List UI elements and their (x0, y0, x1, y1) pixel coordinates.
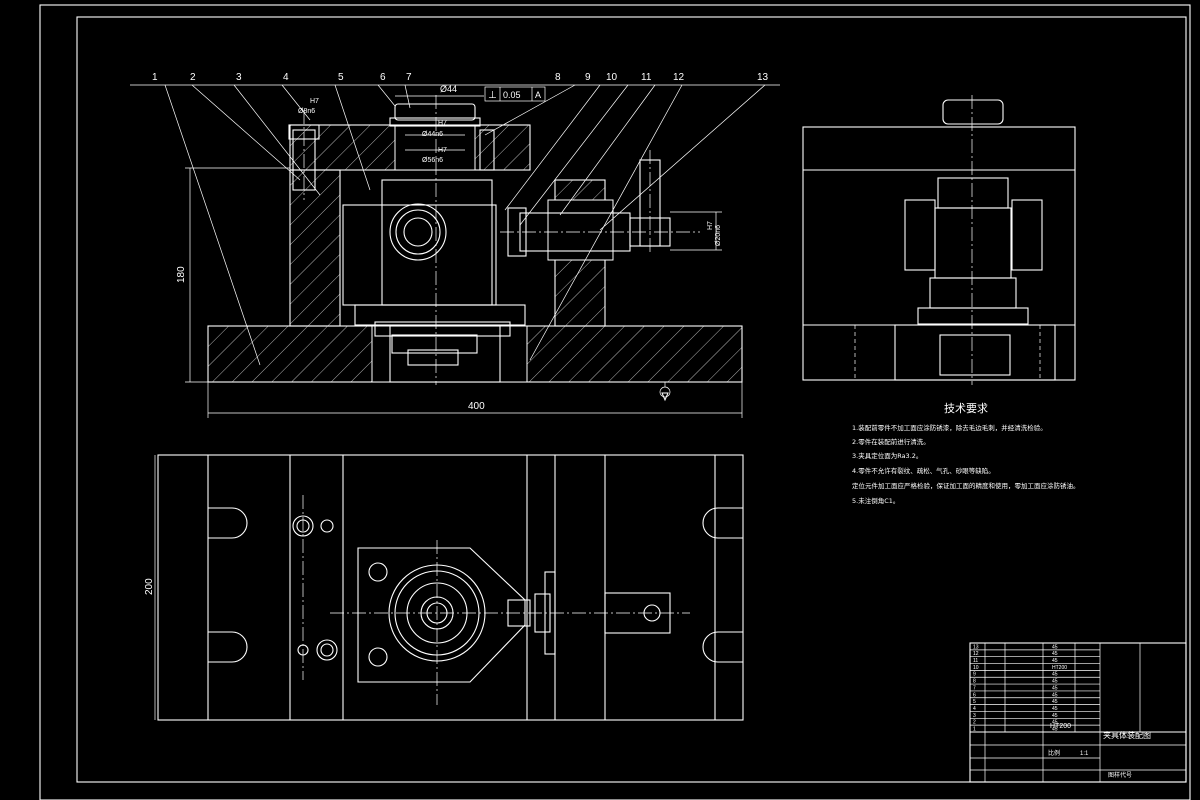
fit-upper-tol: H7 (310, 98, 319, 105)
bom-row-number: 13 (973, 644, 979, 650)
tech-req-item-6: 5.未注倒角C1。 (852, 496, 899, 505)
fit-bushing-inner: Ø56n6 (422, 157, 443, 164)
balloon-4: 4 (283, 72, 289, 83)
bom-row-number: 7 (973, 685, 976, 691)
bom-row-number: 10 (973, 665, 979, 671)
balloon-1: 1 (152, 72, 158, 83)
tb-bottom-label: 图样代号 (1108, 771, 1132, 779)
bom-row-number: 1 (973, 727, 976, 733)
tech-req-item-1: 1.装配前零件不加工面应涂防锈漆，除去毛边毛刺，并经清洗检验。 (852, 423, 1047, 432)
balloon-12: 12 (673, 72, 685, 83)
balloon-7: 7 (406, 72, 412, 83)
drawing-frame (39, 4, 1191, 800)
workpiece-body (342, 204, 497, 306)
fit-bushing-tol: H7 (438, 120, 447, 127)
balloon-10: 10 (606, 72, 618, 83)
bom-row-material: 45 (1052, 713, 1058, 719)
tech-req-item-3: 3.夹具定位面为Ra3.2。 (852, 451, 922, 460)
tb-material: HT200 (1050, 723, 1071, 730)
bom-row-material: 45 (1052, 644, 1058, 650)
fit-bushing-inner-tol: H7 (438, 147, 447, 154)
part-balloons: 1 2 3 4 5 6 7 8 9 10 11 12 13 (130, 72, 780, 366)
bom-row-number: 11 (973, 658, 978, 664)
bom-row-number: 8 (973, 679, 976, 685)
bom-row-material: 45 (1052, 692, 1058, 698)
bom-row-number: 9 (973, 672, 976, 678)
fit-upper-dia: Ø8n6 (298, 108, 315, 115)
bom-row-material: 45 (1052, 658, 1058, 664)
bom-row-number: 4 (973, 706, 976, 712)
front-view (207, 95, 743, 402)
bom-row-number: 12 (973, 651, 979, 657)
bom-row-material: 45 (1052, 727, 1058, 733)
bom-row-material: 45 (1052, 685, 1058, 691)
plan-view (157, 454, 744, 721)
balloon-9: 9 (585, 72, 591, 83)
technical-requirements: 技术要求 1.装配前零件不加工面应涂防锈漆，除去毛边毛刺，并经清洗检验。 2.零… (852, 402, 1080, 505)
gdt-symbol: ⊥ (488, 90, 497, 101)
bom-row-number: 6 (973, 692, 976, 698)
bom-row-material: HT200 (1052, 665, 1067, 671)
tb-drawing-name: 夹具体装配图 (1103, 730, 1151, 740)
tech-req-title: 技术要求 (944, 402, 988, 415)
dim-top-dia: Ø44 (440, 84, 457, 94)
balloon-11: 11 (641, 72, 652, 83)
left-column (289, 169, 341, 327)
fit-pin-tol: H7 (707, 221, 714, 230)
balloon-2: 2 (190, 72, 196, 83)
bom-row-number: 2 (973, 720, 976, 726)
tb-scale-label: 比例 (1048, 749, 1060, 757)
tech-req-item-5: 定位元件加工面应严格检验，保证加工面的精度和使用，零加工面应涂防锈油。 (852, 481, 1080, 490)
balloon-13: 13 (757, 72, 769, 83)
gdt-datum: A (535, 90, 541, 100)
bom-row-material: 45 (1052, 672, 1058, 678)
tech-req-item-2: 2.零件在装配前进行清洗。 (852, 437, 930, 446)
balloon-5: 5 (338, 72, 344, 83)
dim-height-200: 200 (144, 578, 155, 595)
dim-height-180: 180 (176, 266, 187, 283)
tech-req-item-4: 4.零件不允许有裂纹、疏松、气孔、砂眼等缺陷。 (852, 466, 995, 475)
balloon-8: 8 (555, 72, 561, 83)
bom-row-material: 45 (1052, 651, 1058, 657)
fit-pin: Ø20n6 (715, 225, 722, 246)
plan-view-dimensions: 200 (144, 455, 156, 720)
gdt-tolerance: 0.05 (503, 90, 521, 100)
balloon-6: 6 (380, 72, 386, 83)
tb-scale: 1:1 (1080, 751, 1089, 757)
bom-row-number: 3 (973, 713, 976, 719)
bom-row-material: 45 (1052, 706, 1058, 712)
bom-row-number: 5 (973, 699, 976, 705)
front-view-dimensions: 400 180 Ø44 ⊥ 0.05 A H7 Ø8n6 H7 Ø44n6 H7… (176, 84, 743, 418)
bom-row-material: 45 (1052, 679, 1058, 685)
side-view (802, 95, 1076, 385)
bom-row-material: 45 (1052, 699, 1058, 705)
dim-width-400: 400 (468, 401, 485, 412)
fit-bushing-outer: Ø44n6 (422, 131, 443, 138)
balloon-3: 3 (236, 72, 242, 83)
bom-row-material: 45 (1052, 720, 1058, 726)
